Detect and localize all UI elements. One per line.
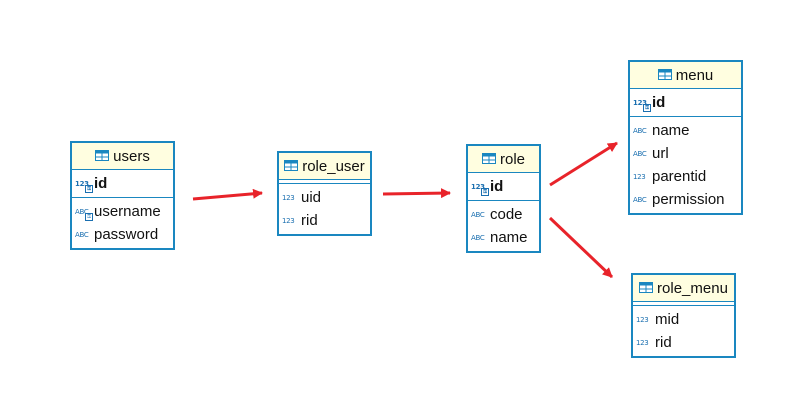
numeric-type-icon: 123⚿ — [75, 180, 93, 193]
column-row[interactable]: 123 mid — [633, 308, 734, 331]
entity-title: role_menu — [657, 279, 728, 297]
text-type-icon: ABC — [75, 230, 89, 239]
column-row[interactable]: 123 rid — [279, 209, 370, 232]
primary-key-section: 123⚿id — [72, 170, 173, 198]
numeric-type-icon: 123⚿ — [471, 183, 489, 196]
column-name: mid — [655, 311, 680, 328]
text-type-icon: ABC⚿ — [75, 208, 93, 221]
entity-header: role_menu — [633, 275, 734, 302]
table-icon — [481, 151, 496, 168]
column-row[interactable]: 123⚿id — [72, 172, 173, 195]
entity-title: role_user — [302, 157, 365, 175]
text-type-icon: ABC — [633, 149, 647, 158]
column-row[interactable]: ABC⚿username — [72, 200, 173, 223]
table-icon — [639, 280, 654, 297]
column-row[interactable]: 123⚿id — [630, 91, 741, 114]
column-name: permission — [652, 191, 725, 208]
text-type-icon: ABC — [633, 126, 647, 135]
arrow-users-to-role-user — [192, 188, 263, 201]
numeric-type-icon: 123 — [282, 193, 295, 202]
key-icon: ⚿ — [481, 187, 489, 196]
numeric-type-icon: 123⚿ — [633, 99, 651, 112]
column-row[interactable]: 123⚿id — [468, 175, 539, 198]
entity-header: role — [468, 146, 539, 173]
column-name: parentid — [652, 168, 707, 185]
numeric-type-icon: 123 — [282, 216, 295, 225]
numeric-type-icon: 123 — [636, 338, 649, 347]
column-row[interactable]: ABC url — [630, 142, 741, 165]
table-icon — [95, 148, 110, 165]
column-row[interactable]: ABC name — [468, 226, 539, 249]
column-row[interactable]: ABC password — [72, 223, 173, 246]
table-icon — [657, 67, 672, 84]
entity-header: users — [72, 143, 173, 170]
column-name: username — [94, 203, 161, 220]
entity-title: role — [499, 150, 525, 168]
entity-role-user[interactable]: role_user 123 uid 123 rid — [277, 151, 372, 236]
column-row[interactable]: ABC code — [468, 203, 539, 226]
column-row[interactable]: ABC name — [630, 119, 741, 142]
arrow-role-to-menu — [549, 141, 618, 187]
key-icon: ⚿ — [85, 184, 93, 193]
arrow-role-user-to-role — [382, 188, 451, 199]
key-icon: ⚿ — [643, 103, 651, 112]
column-name: id — [94, 175, 108, 192]
key-icon: ⚿ — [85, 212, 93, 221]
text-type-icon: ABC — [471, 210, 485, 219]
primary-key-section — [633, 302, 734, 306]
columns-section: 123 mid 123 rid — [633, 306, 734, 356]
column-row[interactable]: 123 rid — [633, 331, 734, 354]
column-name: id — [652, 94, 666, 111]
entity-header: menu — [630, 62, 741, 89]
column-name: name — [652, 122, 690, 139]
column-name: name — [490, 229, 528, 246]
table-icon — [284, 158, 299, 175]
column-row[interactable]: 123 parentid — [630, 165, 741, 188]
numeric-type-icon: 123 — [636, 315, 649, 324]
primary-key-section — [279, 180, 370, 184]
column-name: id — [490, 178, 504, 195]
entity-title: menu — [675, 66, 714, 84]
column-row[interactable]: ABC permission — [630, 188, 741, 211]
column-name: password — [94, 226, 159, 243]
column-name: url — [652, 145, 669, 162]
primary-key-section: 123⚿id — [468, 173, 539, 201]
column-name: rid — [655, 334, 672, 351]
column-row[interactable]: 123 uid — [279, 186, 370, 209]
entity-role-menu[interactable]: role_menu 123 mid 123 rid — [631, 273, 736, 358]
text-type-icon: ABC — [633, 195, 647, 204]
entity-title: users — [113, 147, 150, 165]
column-name: rid — [301, 212, 318, 229]
text-type-icon: ABC — [471, 233, 485, 242]
entity-header: role_user — [279, 153, 370, 180]
columns-section: 123 uid 123 rid — [279, 184, 370, 234]
arrow-role-to-role-menu — [548, 216, 614, 279]
column-name: code — [490, 206, 523, 223]
column-name: uid — [301, 189, 322, 206]
numeric-type-icon: 123 — [633, 172, 646, 181]
primary-key-section: 123⚿id — [630, 89, 741, 117]
